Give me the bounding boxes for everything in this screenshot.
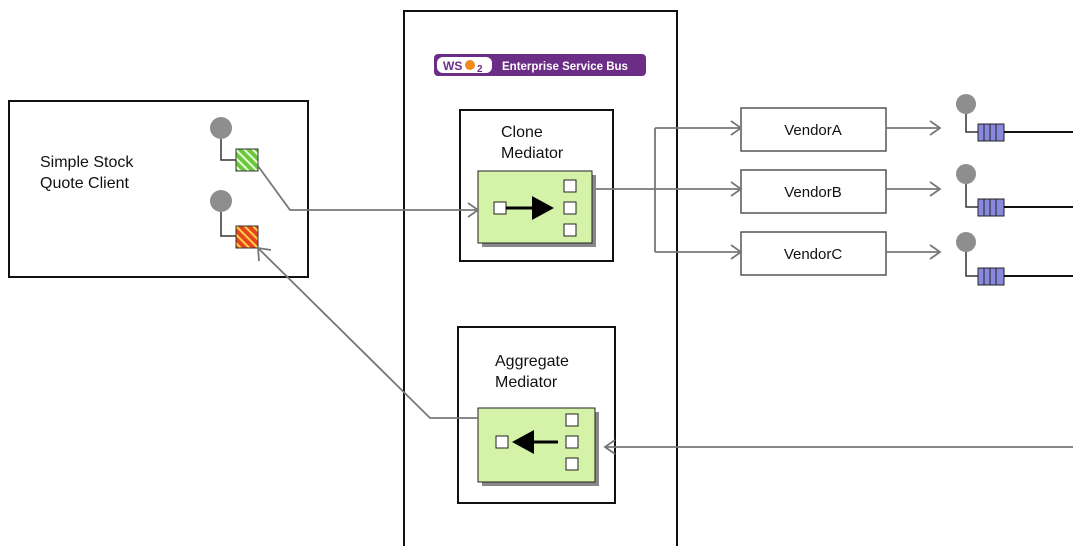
vendor-c-label: VendorC	[784, 246, 843, 263]
vendor-a-label: VendorA	[784, 122, 842, 139]
vendor-a-endpoint	[956, 94, 1073, 142]
esb-title: Enterprise Service Bus	[502, 61, 628, 73]
logo-circle-icon	[465, 60, 475, 70]
clone-mediator-line1: Clone	[501, 124, 543, 141]
vendor-a-box: VendorA	[740, 107, 887, 152]
aggregate-mediator: Aggregate Mediator	[457, 326, 616, 504]
esb-logo-badge: WS 2 Enterprise Service Bus	[434, 54, 646, 76]
client-response-endpoint	[210, 190, 259, 249]
client-request-endpoint	[210, 117, 259, 172]
queue-icon	[977, 123, 1005, 142]
queue-icon	[977, 267, 1005, 286]
request-flow-line	[257, 165, 478, 211]
clone-mediator: Clone Mediator	[459, 109, 614, 262]
response-flow-line	[257, 247, 478, 419]
client-label-line2: Quote Client	[40, 175, 129, 192]
vendor-b-label: VendorB	[784, 184, 842, 201]
vendor-b-box: VendorB	[740, 169, 887, 214]
request-port-icon	[235, 148, 259, 172]
vendor-c-endpoint	[956, 232, 1073, 286]
vendor-b-endpoint	[956, 164, 1073, 217]
logo-2-text: 2	[477, 64, 483, 75]
clone-mediator-line2: Mediator	[501, 145, 564, 162]
connectors	[257, 120, 1073, 455]
client-label-line1: Simple Stock	[40, 154, 134, 171]
queue-icon	[977, 198, 1005, 217]
response-port-icon	[235, 225, 259, 249]
aggregate-mediator-line1: Aggregate	[495, 353, 569, 370]
logo-ws-text: WS	[443, 59, 462, 73]
aggregate-mediator-line2: Mediator	[495, 374, 558, 391]
vendor-c-box: VendorC	[740, 231, 887, 276]
client-box: Simple Stock Quote Client	[8, 100, 309, 278]
